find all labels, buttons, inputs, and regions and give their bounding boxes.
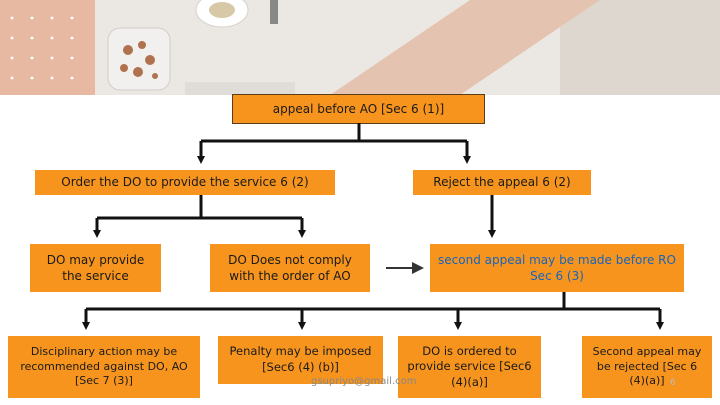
node-appeal-ao: appeal before AO [Sec 6 (1)] — [232, 94, 485, 124]
node-disciplinary-action: Disciplinary action may be recommended a… — [8, 336, 200, 398]
node-do-ordered-text: DO is ordered to provide service [Sec6 (… — [407, 343, 532, 389]
node-order-do-text: Order the DO to provide the service 6 (2… — [61, 175, 309, 190]
node-do-may-provide: DO may provide the service — [30, 244, 161, 292]
node-second-appeal-rejected: Second appeal may be rejected [Sec 6 (4)… — [582, 336, 712, 398]
node-second-appeal-ro-text: second appeal may be made before RO Sec … — [438, 252, 676, 283]
node-reject-appeal-text: Reject the appeal 6 (2) — [433, 175, 571, 190]
node-disciplinary-action-text: Disciplinary action may be recommended a… — [20, 344, 188, 388]
node-second-appeal-rejected-text: Second appeal may be rejected [Sec 6 (4)… — [592, 344, 702, 388]
node-do-not-comply-text: DO Does not comply with the order of AO — [228, 252, 352, 283]
page-number: 6 — [670, 378, 676, 388]
node-reject-appeal: Reject the appeal 6 (2) — [413, 170, 591, 195]
node-penalty: Penalty may be imposed [Sec6 (4) (b)] — [218, 336, 383, 384]
footer-email: gsupriyo@gmail.com — [311, 376, 417, 387]
node-second-appeal-ro: second appeal may be made before RO Sec … — [430, 244, 684, 292]
desk-photo-illustration — [0, 0, 720, 95]
node-do-may-provide-text: DO may provide the service — [46, 252, 145, 283]
header-photo — [0, 0, 720, 95]
node-penalty-text: Penalty may be imposed [Sec6 (4) (b)] — [229, 344, 372, 374]
node-do-not-comply: DO Does not comply with the order of AO — [210, 244, 370, 292]
node-do-ordered: DO is ordered to provide service [Sec6 (… — [398, 336, 541, 398]
arrow-comply-to-second-appeal — [386, 262, 424, 274]
node-order-do: Order the DO to provide the service 6 (2… — [35, 170, 335, 195]
node-appeal-ao-text: appeal before AO [Sec 6 (1)] — [272, 101, 445, 116]
